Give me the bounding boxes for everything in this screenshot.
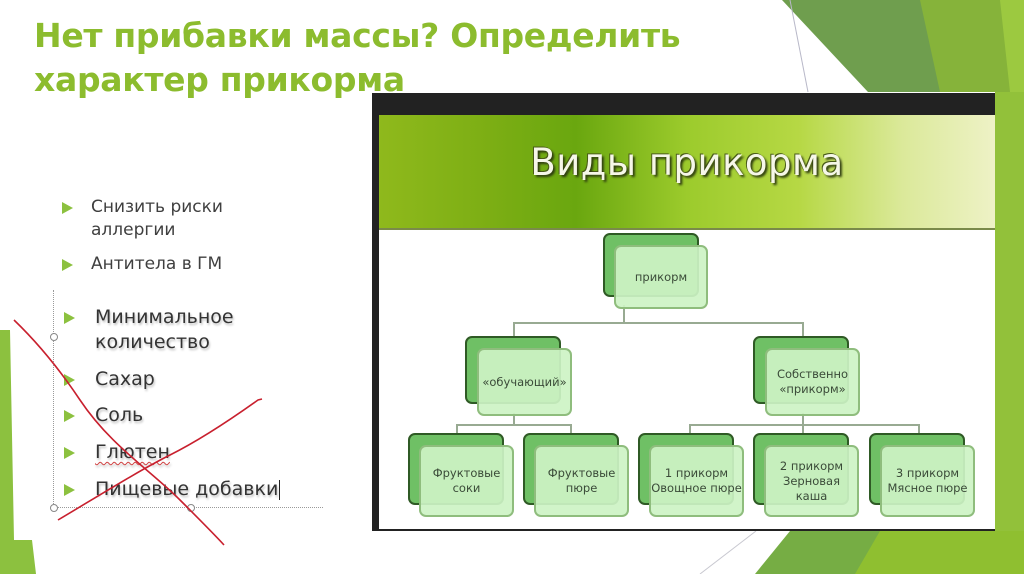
connector-line [513, 322, 515, 342]
connector-line [802, 413, 804, 425]
bullet-item[interactable]: Сахар [64, 367, 155, 392]
bullet-triangle-icon [64, 374, 75, 386]
bullet-triangle-icon [62, 259, 73, 271]
connector-line [802, 424, 804, 436]
resize-handle[interactable] [187, 504, 195, 512]
tree-node-level3: 3 прикорм Мясное пюре [869, 433, 975, 517]
tree-node-level3: 2 прикорм Зерновая каша [753, 433, 859, 517]
embedded-image[interactable]: Виды прикорма прикорм [372, 93, 995, 531]
bullet-item[interactable]: Соль [64, 403, 143, 428]
image-content: Виды прикорма прикорм [379, 115, 995, 529]
picture-banner-title: Виды прикорма [530, 141, 844, 184]
resize-handle[interactable] [50, 333, 58, 341]
text-cursor [279, 479, 281, 500]
bullet-triangle-icon [62, 202, 73, 214]
connector-line [623, 305, 625, 323]
connector-line [689, 424, 691, 436]
bullet-item[interactable]: Пищевые добавки [64, 477, 281, 502]
bullet-triangle-icon [64, 410, 75, 422]
bullet-item[interactable]: Минимальное количество [64, 305, 245, 355]
connector-line [513, 413, 515, 425]
connector-line [689, 424, 919, 426]
connector-line [802, 322, 804, 342]
bullet-item: Снизить риски аллергии [62, 196, 241, 242]
tree-node-level2: Собственно «прикорм» [753, 336, 860, 416]
connector-line [570, 424, 572, 436]
tree-node-level3: 1 прикорм Овощное пюре [638, 433, 744, 517]
connector-line [456, 424, 458, 436]
bullet-triangle-icon [64, 484, 75, 496]
bullet-item[interactable]: Глютен [64, 440, 170, 465]
tree-node-level3: Фруктовые соки [408, 433, 514, 517]
slide-title: Нет прибавки массы? Определить характер … [34, 16, 681, 99]
connector-line [918, 424, 920, 436]
tree-node-level3: Фруктовые пюре [523, 433, 629, 517]
spellcheck-underlined-word: Глютен [95, 441, 170, 463]
bullet-text: Пищевые добавки [95, 478, 279, 500]
bullet-triangle-icon [64, 312, 75, 324]
picture-banner: Виды прикорма [379, 115, 995, 230]
connector-line [513, 322, 803, 324]
connector-line [456, 424, 571, 426]
bullet-item: Антитела в ГМ [62, 253, 222, 276]
resize-handle[interactable] [50, 504, 58, 512]
tree-node-root: прикорм [603, 233, 708, 309]
bullet-triangle-icon [64, 447, 75, 459]
tree-node-level2: «обучающий» [465, 336, 572, 416]
